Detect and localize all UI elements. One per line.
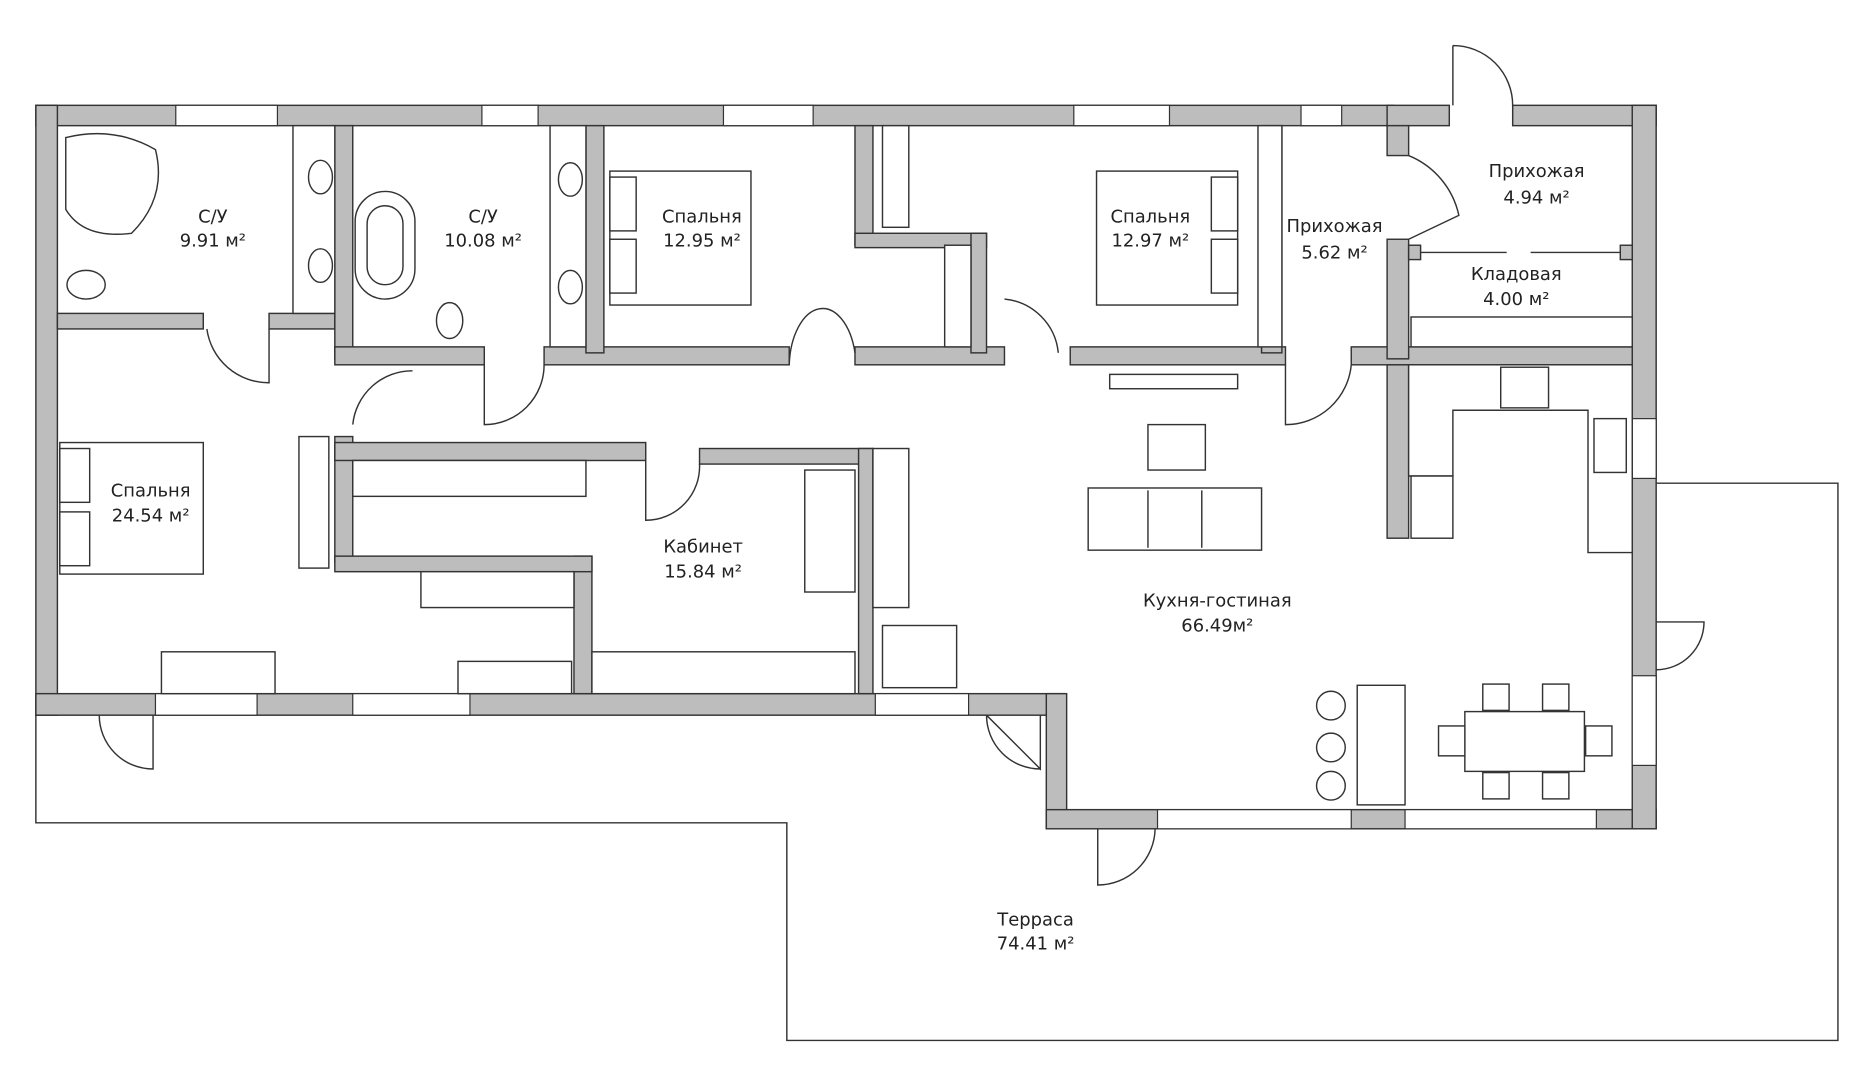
room-area: 24.54 м² bbox=[112, 505, 190, 526]
room-area: 9.91 м² bbox=[180, 230, 246, 251]
room-name: С/У bbox=[468, 207, 498, 228]
walls bbox=[35, 104, 1657, 830]
vanity bbox=[292, 124, 336, 315]
furniture bbox=[59, 124, 1633, 806]
bar-stool bbox=[1315, 770, 1346, 801]
room-name: Прихожая bbox=[1489, 161, 1585, 182]
room-area: 66.49м² bbox=[1181, 615, 1253, 636]
toilet bbox=[66, 269, 106, 300]
room-area: 12.97 м² bbox=[1111, 230, 1189, 251]
room-name: Кухня-гостиная bbox=[1143, 590, 1292, 611]
toilet bbox=[435, 301, 464, 340]
wardrobe bbox=[881, 124, 910, 229]
cabinet bbox=[872, 447, 910, 609]
shelf bbox=[352, 459, 587, 498]
bar-stool bbox=[1315, 732, 1346, 763]
bar-stool bbox=[1315, 690, 1346, 721]
room-name: Прихожая bbox=[1287, 216, 1383, 237]
vanity bbox=[549, 124, 587, 348]
room-labels: С/У 9.91 м² С/У 10.08 м² Спальня 12.95 м… bbox=[111, 161, 1585, 954]
room-area: 4.00 м² bbox=[1483, 289, 1549, 310]
sofa bbox=[1087, 487, 1263, 551]
bench bbox=[457, 660, 573, 695]
room-name: Кабинет bbox=[663, 537, 743, 558]
wardrobe bbox=[298, 435, 330, 569]
stove bbox=[1499, 366, 1550, 409]
office-sofa bbox=[804, 469, 856, 593]
room-name: Спальня bbox=[662, 207, 742, 228]
wardrobe bbox=[1257, 124, 1283, 348]
doors bbox=[98, 44, 1705, 886]
room-name: Спальня bbox=[1110, 207, 1190, 228]
kitchen-island bbox=[1356, 684, 1406, 806]
room-name: С/У bbox=[198, 207, 228, 228]
shelf bbox=[420, 570, 575, 609]
desk bbox=[160, 651, 276, 695]
corner-bathtub bbox=[65, 132, 160, 235]
desk bbox=[591, 651, 856, 695]
room-area: 15.84 м² bbox=[664, 562, 742, 583]
windows bbox=[154, 104, 1657, 830]
terrace-outline bbox=[35, 482, 1839, 1042]
room-name: Спальня bbox=[111, 480, 191, 501]
room-name: Кладовая bbox=[1471, 264, 1562, 285]
shelving bbox=[1410, 316, 1633, 348]
room-area: 74.41 м² bbox=[997, 934, 1075, 955]
armchair bbox=[881, 624, 958, 689]
wardrobe bbox=[943, 244, 972, 348]
room-area: 4.94 м² bbox=[1503, 187, 1569, 208]
fridge bbox=[1410, 475, 1454, 539]
coffee-table bbox=[1147, 423, 1207, 471]
dining-table bbox=[1464, 710, 1586, 773]
room-area: 12.95 м² bbox=[663, 230, 741, 251]
room-area: 10.08 м² bbox=[444, 230, 522, 251]
tv bbox=[1108, 373, 1239, 390]
room-name: Терраса bbox=[996, 910, 1074, 931]
sink bbox=[1593, 417, 1627, 474]
room-area: 5.62 м² bbox=[1301, 242, 1367, 263]
